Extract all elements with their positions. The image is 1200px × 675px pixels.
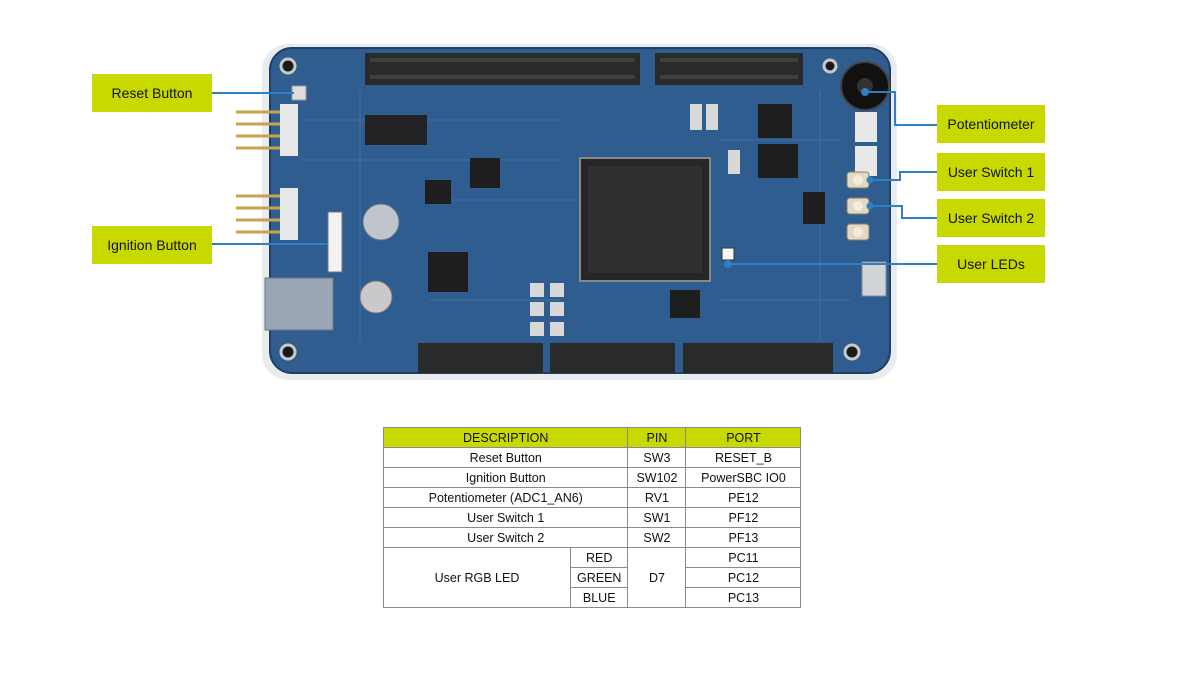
pin-mapping-table: DESCRIPTION PIN PORT Reset Button SW3 RE…: [382, 427, 802, 608]
cell-rgb-color: GREEN: [569, 567, 629, 588]
callout-potentiometer: Potentiometer: [937, 105, 1045, 143]
dev-board-svg: [212, 44, 937, 380]
callout-reset-button: Reset Button: [92, 74, 212, 112]
board-illustration: [212, 44, 937, 380]
top-header-pins: [370, 58, 798, 79]
header-port: PORT: [685, 427, 802, 448]
table-row-rgb-blue: BLUE PC13: [384, 587, 802, 608]
cell-rgb-color: BLUE: [569, 587, 629, 608]
left-connector-1: [280, 104, 298, 156]
header-pin: PIN: [627, 427, 687, 448]
user-led-part: [721, 247, 735, 261]
cell-rgb-color: RED: [569, 547, 629, 568]
cell-rgb-port: PC11: [685, 547, 802, 568]
leader-switch-2: [870, 205, 937, 219]
capacitor: [359, 280, 393, 314]
cell-description: User Switch 1: [382, 507, 629, 528]
cell-pin: SW1: [627, 507, 687, 528]
leader-potentiometer: [865, 91, 937, 126]
callout-ignition-button: Ignition Button: [92, 226, 212, 264]
cell-pin: SW3: [627, 447, 687, 468]
table-row: Potentiometer (ADC1_AN6) RV1 PE12: [382, 487, 802, 508]
bottom-headers: [418, 343, 833, 373]
right-connector-2: [855, 146, 877, 176]
cell-port: PF12: [685, 507, 802, 528]
left-pins: [236, 110, 282, 234]
cell-pin: SW2: [627, 527, 687, 548]
callout-user-switch-1: User Switch 1: [937, 153, 1045, 191]
coin-cell: [362, 203, 400, 241]
table-header-row: DESCRIPTION PIN PORT: [382, 427, 802, 448]
table-row: Reset Button SW3 RESET_B: [382, 447, 802, 468]
callout-user-switch-2: User Switch 2: [937, 199, 1045, 237]
pcb-traces: [300, 90, 850, 340]
table-row-rgb-green: GREEN PC12: [384, 567, 802, 588]
left-connector-2: [280, 188, 298, 240]
cell-description: Reset Button: [382, 447, 629, 468]
user-switch-parts: [846, 171, 870, 241]
cell-rgb-port: PC13: [685, 587, 802, 608]
small-ics: [425, 104, 825, 318]
header-description: DESCRIPTION: [382, 427, 629, 448]
cell-pin: SW102: [627, 467, 687, 488]
leader-dots: [724, 88, 874, 268]
leader-lines: [212, 91, 937, 265]
jtag-header: [365, 115, 427, 145]
jumpers: [530, 104, 740, 336]
cell-description: User Switch 2: [382, 527, 629, 548]
table-row-rgb-red: User RGB LED RED D7 PC11: [383, 547, 802, 608]
cell-port: PF13: [685, 527, 802, 548]
ignition-switch-part: [327, 211, 343, 273]
cell-port: PowerSBC IO0: [685, 467, 802, 488]
reset-button-part: [291, 85, 307, 101]
cell-rgb-pin: D7: [627, 547, 687, 608]
rj-jack: [264, 277, 334, 331]
table-row: User Switch 1 SW1 PF12: [382, 507, 802, 528]
top-headers: [365, 53, 803, 85]
right-connector-1: [855, 112, 877, 142]
callout-user-leds: User LEDs: [937, 245, 1045, 283]
mounting-holes: [279, 57, 861, 361]
table-row: Ignition Button SW102 PowerSBC IO0: [382, 467, 802, 488]
cell-description: Potentiometer (ADC1_AN6): [382, 487, 629, 508]
usb-connector: [861, 261, 887, 297]
cell-description: Ignition Button: [382, 467, 629, 488]
cell-pin: RV1: [627, 487, 687, 508]
cell-port: RESET_B: [685, 447, 802, 468]
cell-rgb-port: PC12: [685, 567, 802, 588]
table-row: User Switch 2 SW2 PF13: [382, 527, 802, 548]
leader-switch-1: [870, 171, 937, 181]
cell-port: PE12: [685, 487, 802, 508]
cell-rgb-description: User RGB LED: [383, 547, 571, 608]
